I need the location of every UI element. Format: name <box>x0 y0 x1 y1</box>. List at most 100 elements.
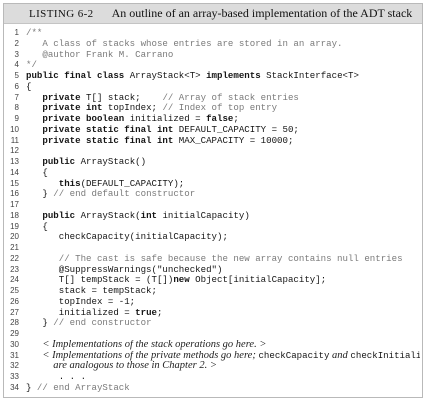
code-token: ArrayStack( <box>75 210 141 221</box>
code-line: 31 < Implementations of the private meth… <box>4 351 422 362</box>
line-number: 6 <box>14 81 19 91</box>
line-text: initialized = true; <box>26 308 420 319</box>
code-token: T[] stack; <box>80 92 163 103</box>
code-token: topIndex = -1; <box>26 296 136 307</box>
code-line: 7 private T[] stack; // Array of stack e… <box>4 93 422 104</box>
code-token: ArrayStack() <box>75 157 147 167</box>
code-token: ArrayStack<T> <box>124 71 207 81</box>
code-line: 15 this(DEFAULT_CAPACITY); <box>4 179 422 190</box>
code-listing-frame: LISTING 6-2 An outline of an array-based… <box>3 3 423 398</box>
line-number: 3 <box>14 49 19 59</box>
line-text: /** <box>26 28 420 39</box>
code-line: 12 <box>4 146 422 157</box>
code-block: 1 /** 2 A class of stacks whose entries ar… <box>4 28 422 394</box>
code-line: 27 initialized = true; <box>4 308 422 319</box>
code-token: { <box>26 221 48 232</box>
code-token: /** <box>26 28 43 38</box>
line-text: { <box>26 222 420 233</box>
code-line: 8 private int topIndex; // Index of top … <box>4 103 422 114</box>
code-token: } <box>26 189 54 200</box>
code-token: public <box>26 210 76 221</box>
line-number: 30 <box>10 339 19 349</box>
code-token: initialized = <box>124 114 207 124</box>
code-line: 11 private static final int MAX_CAPACITY… <box>4 136 422 147</box>
line-number: 4 <box>14 60 19 70</box>
listing-title: An outline of an array-based implementat… <box>111 6 413 20</box>
line-text: public final class ArrayStack<T> impleme… <box>26 71 420 82</box>
line-text: private static final int DEFAULT_CAPACIT… <box>26 125 420 136</box>
code-token: // end constructor <box>53 318 152 329</box>
line-text: are analogous to those in Chapter 2. > <box>26 361 420 372</box>
line-text: private T[] stack; // Array of stack ent… <box>26 93 420 104</box>
code-line: 32 are analogous to those in Chapter 2. … <box>4 361 422 372</box>
line-text: T[] tempStack = (T[])new Object[initialC… <box>26 275 420 286</box>
line-text: stack = tempStack; <box>26 286 420 297</box>
code-token <box>26 340 42 350</box>
code-token: private static final int <box>26 135 174 146</box>
code-line: 23 @SuppressWarnings("unchecked") <box>4 265 422 276</box>
line-text: */ <box>26 60 420 71</box>
code-token: false <box>206 114 234 124</box>
code-token: private <box>26 92 81 103</box>
line-number: 18 <box>10 210 19 220</box>
code-line: 18 public ArrayStack(int initialCapacity… <box>4 211 422 222</box>
line-number: 19 <box>10 221 19 231</box>
code-token: // Index of top entry <box>162 103 278 114</box>
line-number: 8 <box>14 103 19 113</box>
line-text: this(DEFAULT_CAPACITY); <box>26 179 420 190</box>
code-token <box>26 351 42 361</box>
line-number: 15 <box>10 178 19 188</box>
code-token: private static final int <box>26 124 174 135</box>
line-text: public ArrayStack() <box>26 157 420 168</box>
code-token: */ <box>26 60 37 71</box>
line-text: A class of stacks whose entries are stor… <box>26 39 420 50</box>
line-number: 20 <box>10 232 19 242</box>
code-line: 28 } // end constructor <box>4 318 422 329</box>
code-token: MAX_CAPACITY = 10000; <box>173 135 294 146</box>
line-number: 13 <box>10 157 19 166</box>
line-text: } // end constructor <box>26 318 420 329</box>
line-number: 17 <box>10 200 19 209</box>
code-line: 20 checkCapacity(initialCapacity); <box>4 232 422 243</box>
code-line: 34 } // end ArrayStack <box>4 383 422 394</box>
line-number: 16 <box>10 189 19 199</box>
code-line: 9 private boolean initialized = false; <box>4 114 422 125</box>
code-line: 21 <box>4 243 422 254</box>
line-text: private boolean initialized = false; <box>26 114 420 125</box>
line-number: 21 <box>10 243 19 252</box>
code-token: checkInitialization <box>350 350 420 361</box>
code-token: private boolean <box>26 114 125 124</box>
line-text: @SuppressWarnings("unchecked") <box>26 265 420 276</box>
code-token: { <box>26 167 48 178</box>
code-line: 22 // The cast is safe because the new a… <box>4 254 422 265</box>
code-token: (DEFAULT_CAPACITY); <box>80 178 185 189</box>
line-number: 23 <box>10 264 19 274</box>
code-line: 30 < Implementations of the stack operat… <box>4 340 422 351</box>
code-token: public final class <box>26 71 125 81</box>
code-line: 4 */ <box>4 60 422 71</box>
code-token: implements <box>206 71 261 81</box>
line-text: topIndex = -1; <box>26 297 420 308</box>
line-text: < Implementations of the private methods… <box>26 351 420 362</box>
code-line: 33 . . . <box>4 372 422 383</box>
code-token: . . . <box>26 372 87 382</box>
code-token: ; <box>157 307 163 318</box>
line-number: 34 <box>10 382 19 392</box>
code-token: are analogous to those in Chapter 2. > <box>53 361 217 372</box>
line-text: } // end ArrayStack <box>26 383 420 394</box>
code-token: int <box>140 210 157 221</box>
code-token: stack = tempStack; <box>26 286 157 296</box>
code-line: 10 private static final int DEFAULT_CAPA… <box>4 125 422 136</box>
line-number: 2 <box>14 38 19 48</box>
line-number: 26 <box>10 296 19 306</box>
line-number: 1 <box>14 28 19 37</box>
line-text: checkCapacity(initialCapacity); <box>26 232 420 243</box>
code-token: { <box>26 81 32 92</box>
code-line: 1 /** <box>4 28 422 39</box>
code-line: 14 { <box>4 168 422 179</box>
line-text: @author Frank M. Carrano <box>26 50 420 61</box>
code-token: topIndex; <box>102 103 163 114</box>
line-text: private int topIndex; // Index of top en… <box>26 103 420 114</box>
code-token: checkCapacity(initialCapacity); <box>26 232 228 243</box>
code-token: DEFAULT_CAPACITY = 50; <box>173 124 299 135</box>
